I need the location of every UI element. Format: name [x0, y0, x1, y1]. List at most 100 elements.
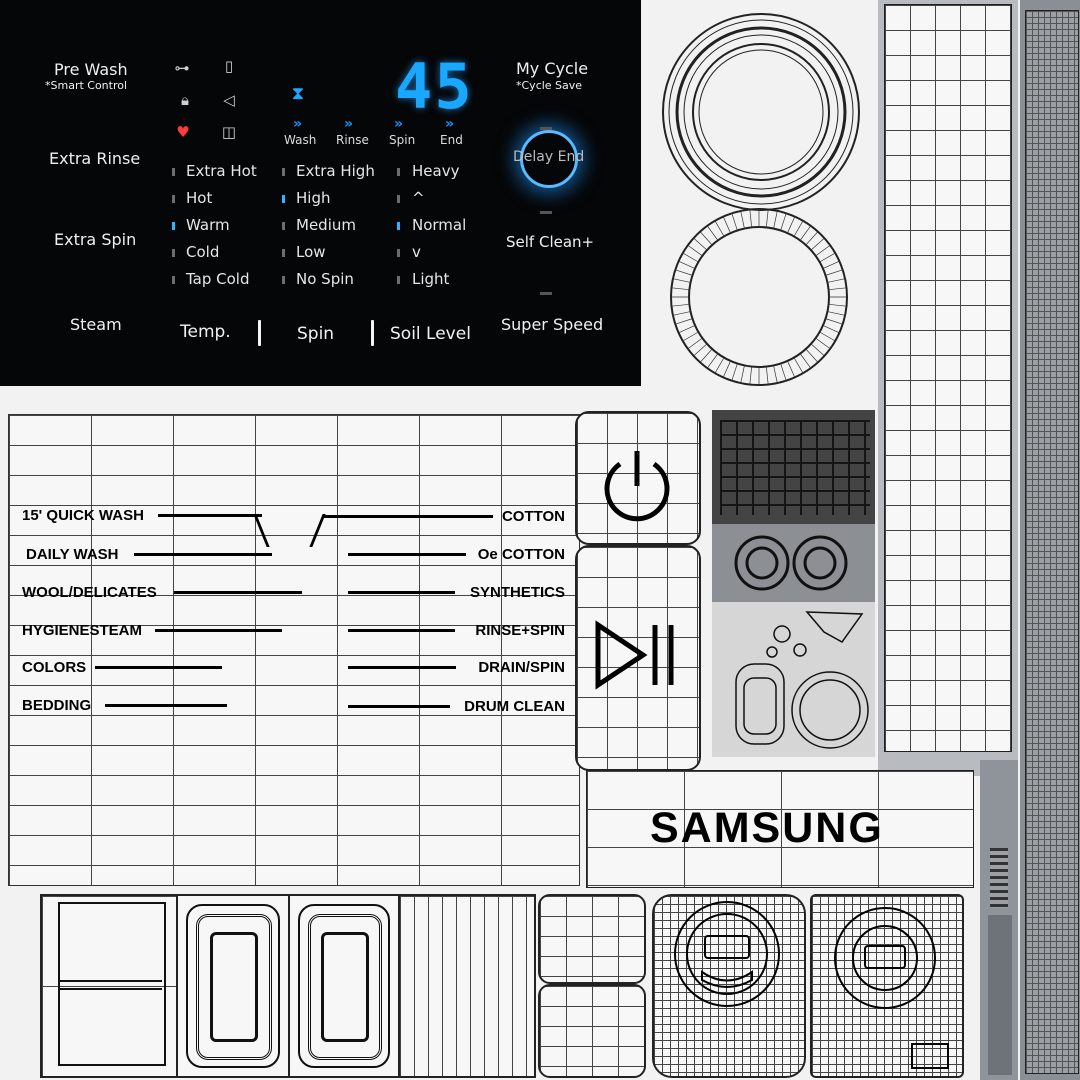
side-panel-divider	[58, 980, 162, 990]
indicator-bar	[540, 292, 552, 295]
leader-line	[348, 666, 456, 669]
grid-strip-wide	[884, 4, 1012, 752]
soil-option: Normal	[412, 216, 467, 234]
temp-indicator	[172, 168, 175, 176]
cycle-label-left: BEDDING	[22, 697, 92, 714]
spin-indicator	[282, 222, 285, 230]
drawer-wireframe	[538, 984, 646, 1078]
control-panel: Pre Wash *Smart Control Extra Rinse Extr…	[0, 0, 641, 386]
temp-option: Tap Cold	[186, 270, 250, 288]
my-cycle-button[interactable]: My Cycle	[516, 59, 589, 78]
mechanism-parts-bg	[712, 602, 875, 757]
door-panel-ring	[308, 914, 382, 1060]
stage-spin: Spin	[389, 133, 416, 147]
washer-front-detail	[834, 907, 949, 1069]
cycle-label-left: 15' QUICK WASH	[22, 507, 144, 524]
temp-option: Warm	[186, 216, 230, 234]
pre-wash-sub: *Smart Control	[45, 79, 128, 92]
cycle-label-right: DRUM CLEAN	[464, 698, 565, 715]
temp-option: Cold	[186, 243, 220, 261]
door-panel-ring	[298, 904, 390, 1068]
mechanism-wireframes	[735, 611, 869, 749]
leader-line	[348, 629, 455, 632]
soil-level-button[interactable]: Soil Level	[390, 324, 471, 344]
soil-indicator	[397, 222, 400, 230]
spin-option: Low	[296, 243, 326, 261]
cycle-label-left: COLORS	[22, 659, 87, 676]
temp-button[interactable]: Temp.	[180, 322, 231, 342]
drawer-wireframe	[538, 894, 646, 984]
temp-option: Extra Hot	[186, 162, 257, 180]
stage-wash: Wash	[284, 133, 317, 147]
spin-button[interactable]: Spin	[297, 324, 335, 344]
mute-icon: ◁	[223, 91, 235, 109]
timer-display: 45	[395, 50, 474, 123]
soil-indicator	[397, 168, 400, 176]
temp-option: Hot	[186, 189, 213, 207]
door-panel-window	[210, 932, 258, 1042]
steam-button[interactable]: Steam	[70, 315, 122, 334]
leader-line	[105, 704, 227, 707]
rinse-chevron-icon: »	[344, 116, 353, 132]
side-panel-wireframe	[40, 894, 178, 1078]
side-panel-inner	[58, 902, 166, 1066]
door-ring-wireframes	[662, 13, 860, 386]
lock-icon: 🔒︎	[181, 91, 189, 109]
temp-indicator	[172, 222, 175, 230]
spin-indicator	[282, 249, 285, 257]
delay-end-dial[interactable]	[520, 130, 578, 188]
cycle-label-left: HYGIENESTEAM	[22, 622, 143, 639]
small-parts-wireframe	[720, 420, 870, 515]
drum-icon: ◫	[221, 123, 237, 141]
end-chevron-icon: »	[445, 116, 454, 132]
cycle-label-right: RINSE+SPIN	[475, 622, 565, 639]
child-lock-icon: ♥	[176, 123, 190, 141]
spin-chevron-icon: »	[394, 116, 403, 132]
brand-logo: SAMSUNG	[650, 804, 884, 852]
pre-wash-button[interactable]: Pre Wash	[54, 60, 128, 79]
cycle-label-left: DAILY WASH	[26, 546, 119, 563]
self-clean-button[interactable]: Self Clean+	[506, 233, 595, 251]
top-panel-wireframe	[398, 894, 536, 1078]
leader-line	[348, 705, 450, 708]
leader-line	[134, 553, 272, 556]
leader-line	[322, 515, 493, 518]
my-cycle-sub: *Cycle Save	[516, 79, 583, 92]
hourglass-icon: ⧗	[291, 83, 305, 104]
wash-chevron-icon: »	[293, 116, 302, 132]
smart-check-icon: ▯	[224, 57, 234, 75]
soil-option: Light	[412, 270, 450, 288]
spin-option: No Spin	[296, 270, 354, 288]
cycle-label-right: SYNTHETICS	[469, 584, 565, 601]
temp-indicator	[172, 276, 175, 284]
separator	[371, 320, 374, 346]
spin-indicator	[282, 276, 285, 284]
leader-line	[155, 629, 282, 632]
super-speed-button[interactable]: Super Speed	[501, 315, 604, 334]
stage-end: End	[440, 133, 463, 147]
play-pause-icon[interactable]	[593, 620, 683, 690]
leader-line	[158, 514, 262, 517]
hose-wireframe	[988, 915, 1012, 1075]
gasket-wireframes	[734, 535, 848, 591]
leader-line	[348, 553, 466, 556]
soil-indicator	[397, 276, 400, 284]
cycle-panel-wireframe	[8, 414, 580, 886]
key-icon: ⊶	[174, 59, 190, 77]
power-icon[interactable]	[598, 448, 676, 526]
extra-rinse-button[interactable]: Extra Rinse	[49, 149, 141, 168]
soil-indicator	[397, 249, 400, 257]
spin-indicator	[282, 168, 285, 176]
spin-option: Extra High	[296, 162, 375, 180]
soil-option: v	[412, 243, 421, 261]
soil-indicator	[397, 195, 400, 203]
spin-option: Medium	[296, 216, 356, 234]
delay-end-label: Delay End	[513, 149, 585, 165]
cycle-label-right: DRAIN/SPIN	[478, 659, 565, 676]
extra-spin-button[interactable]: Extra Spin	[54, 230, 137, 249]
connector-wireframe	[990, 848, 1008, 908]
washer-front-detail	[674, 901, 780, 1007]
leader-line	[348, 591, 455, 594]
temp-indicator	[172, 195, 175, 203]
door-panel-window	[321, 932, 369, 1042]
